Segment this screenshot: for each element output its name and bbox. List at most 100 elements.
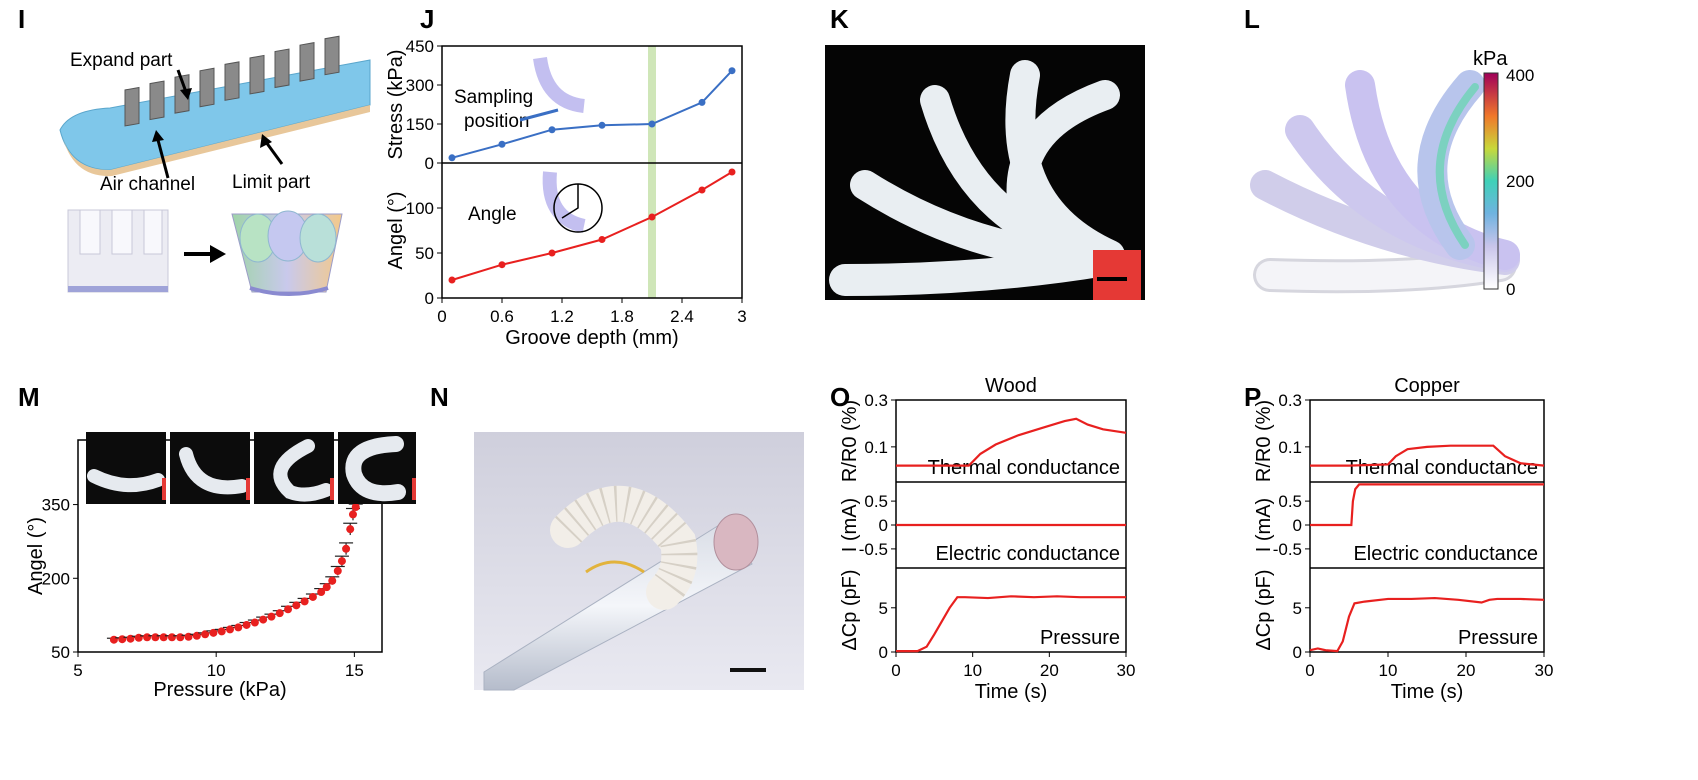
m-data-point: [284, 605, 293, 614]
m-data-point: [267, 612, 276, 621]
j-top-ylabel: Stress (kPa): [385, 49, 407, 159]
stress-point: [498, 140, 506, 148]
panel-letter-p: P: [1244, 382, 1262, 412]
subplot-ytick-label: -0.5: [859, 540, 888, 559]
subplot-xtick-label: 20: [1457, 661, 1476, 680]
j-bottom-ytick-label: 100: [406, 199, 434, 218]
label-air-channel: Air channel: [100, 174, 195, 195]
subplot-series-line: [1310, 444, 1545, 467]
m-data-point: [109, 635, 118, 644]
m-data-point: [143, 633, 152, 642]
m-data-point: [167, 633, 176, 642]
subplot-xtick-label: 0: [891, 661, 900, 680]
m-data-point: [322, 583, 331, 592]
subplot-title: Wood: [985, 375, 1037, 397]
m-scale-3: [330, 478, 334, 500]
stress-point: [698, 98, 706, 106]
subplot-ytick-label: 0.3: [864, 391, 888, 410]
subplot-ylabel: ΔCp (pF): [839, 569, 861, 650]
m-data-point: [292, 601, 301, 610]
j-bottom-ylabel: Angel (°): [385, 191, 407, 269]
j-segment-icon-top: [533, 56, 586, 113]
subplot-ytick-label: 0.5: [1278, 492, 1302, 511]
j-top-ytick-label: 0: [425, 154, 434, 173]
expand-arrowhead: [180, 88, 192, 100]
m-finger-4: [345, 436, 406, 502]
m-ytick-label: 50: [51, 643, 70, 662]
m-ylabel: Angel (°): [25, 517, 47, 595]
panel-letter-l: L: [1244, 4, 1260, 34]
panel-i-illustration: Expand part Air channel Limit part: [59, 35, 371, 296]
subplot-title: Copper: [1394, 375, 1460, 397]
m-data-point: [275, 609, 284, 618]
subplot-xlabel: Time (s): [975, 681, 1048, 703]
subplot-label: Thermal conductance: [928, 457, 1120, 479]
colorbar-unit: kPa: [1473, 48, 1508, 70]
j-annotation-sampling: Sampling: [454, 87, 533, 108]
panel-n-photo: [474, 432, 804, 691]
j-xtick-label: 1.8: [610, 307, 634, 326]
subplot-ytick-label: 0: [879, 516, 888, 535]
m-data-point: [242, 620, 251, 629]
j-bottom-ytick-label: 50: [415, 244, 434, 263]
angle-point: [698, 186, 706, 194]
j-xtick-label: 3: [737, 307, 746, 326]
j-segment-icon-bottom: [542, 171, 586, 233]
m-data-point: [348, 510, 357, 519]
expand-arrow: [176, 69, 188, 93]
m-finger-1: [87, 469, 165, 493]
segment-bent: [231, 210, 343, 296]
m-scale-2: [246, 478, 250, 500]
m-data-point: [134, 633, 143, 642]
j-xtick-label: 1.2: [550, 307, 574, 326]
highlight-band: [648, 46, 656, 298]
m-data-point: [308, 592, 317, 601]
j-frame: [441, 45, 743, 299]
subplot-ytick-label: 0: [1293, 643, 1302, 662]
angle-point: [728, 168, 736, 176]
m-data-point: [192, 631, 201, 640]
m-data-point: [209, 628, 218, 637]
actuator-body-shape: [59, 59, 371, 171]
subplot-label: Pressure: [1040, 627, 1120, 649]
j-xtick-label: 0.6: [490, 307, 514, 326]
segment-straight: [67, 209, 169, 293]
panel-letter-k: K: [830, 4, 849, 34]
j-xtick-label: 2.4: [670, 307, 694, 326]
m-data-point: [342, 544, 351, 553]
m-data-point: [250, 618, 259, 627]
subplot-ytick-label: 0: [879, 643, 888, 662]
angle-point: [548, 249, 556, 257]
m-data-point: [317, 588, 326, 597]
angle-point: [648, 213, 656, 221]
m-data-point: [176, 633, 185, 642]
simulated-fingers: [1250, 70, 1520, 294]
m-ytick-label: 200: [42, 569, 70, 588]
m-data-point: [151, 633, 160, 642]
panel-l-simulation: kPa 400 200 0: [1250, 48, 1534, 299]
subplot-ylabel: R/R0 (%): [839, 400, 861, 482]
subplot-xtick-label: 30: [1117, 661, 1136, 680]
angle-point: [598, 236, 606, 243]
m-data-point: [159, 633, 168, 642]
m-data-point: [118, 635, 127, 644]
m-xtick-label: 5: [73, 661, 82, 680]
limit-arrowhead: [260, 134, 272, 148]
m-data-point: [234, 623, 243, 632]
m-finger-2: [179, 447, 249, 495]
m-xlabel: Pressure (kPa): [153, 679, 286, 701]
air-arrowhead: [152, 130, 164, 142]
m-scale-4: [412, 478, 416, 500]
subplot-label: Electric conductance: [935, 543, 1120, 565]
panel-letter-o: O: [830, 382, 851, 412]
subplot-xlabel: Time (s): [1391, 681, 1464, 703]
colorbar-tick-0: 0: [1506, 280, 1515, 299]
j-top-ytick-label: 150: [406, 115, 434, 134]
subplot-ytick-label: -0.5: [1273, 540, 1302, 559]
m-data-point: [333, 566, 342, 575]
m-photo-1: [86, 432, 166, 504]
m-finger-3: [273, 439, 333, 502]
subplot-series-line: [1309, 596, 1545, 653]
